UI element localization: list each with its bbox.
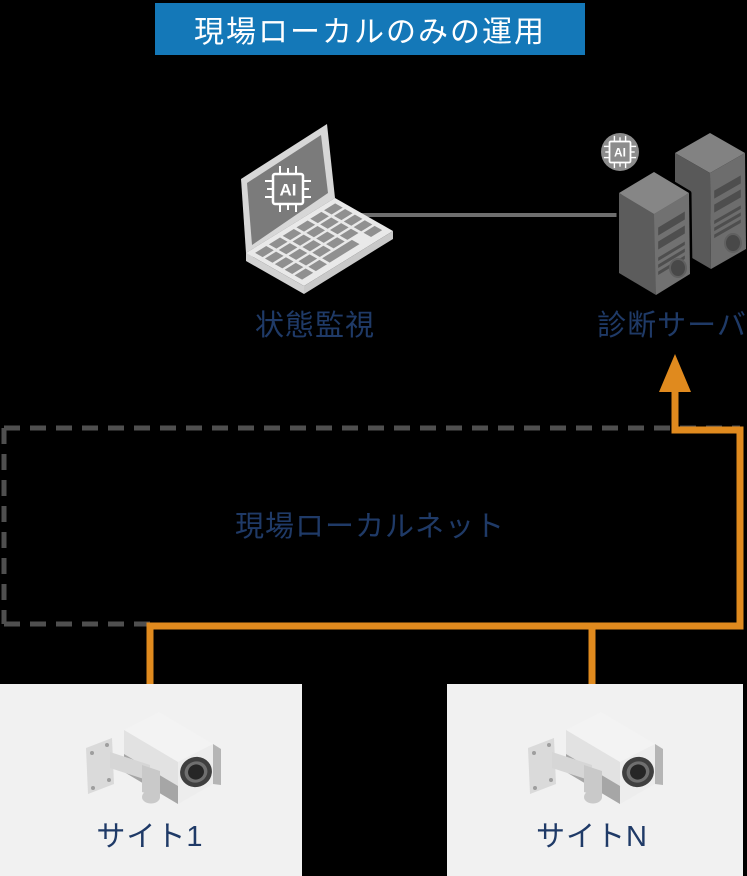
label-local-network: 現場ローカルネット: [234, 511, 505, 543]
cctv-camera-icon-siteN: [528, 712, 663, 804]
laptop-ai-monitor-icon: [241, 124, 393, 294]
ai-chip-badge-icon: [601, 133, 639, 171]
server-towers-icon: [616, 133, 746, 298]
label-siteN: サイトN: [536, 821, 648, 853]
label-site1: サイト1: [96, 821, 204, 853]
label-status-monitoring: 状態監視: [254, 310, 375, 342]
title-banner: 現場ローカルのみの運用: [155, 3, 585, 55]
uplink-connection-path: [146, 390, 744, 684]
local-network-dashed-box: [1, 425, 743, 627]
uplink-arrow-head: [659, 354, 691, 392]
laptop-keyboard: [255, 203, 383, 280]
cctv-camera-icon-site1: [86, 712, 221, 804]
title-banner-label: 現場ローカルのみの運用: [194, 16, 546, 49]
label-diagnosis-server: 診断サーバ: [597, 310, 747, 342]
